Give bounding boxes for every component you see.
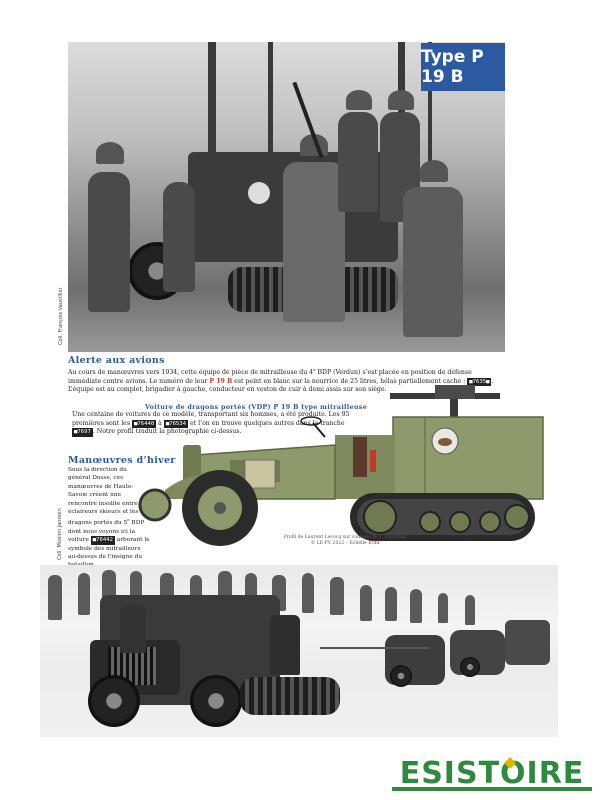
magazine-logo: ESISTOIRE <box>392 753 592 793</box>
photo-credit: Coll. François Vauvillier <box>58 287 64 345</box>
caption3-heading: Manœuvres d’hiver <box>68 455 176 466</box>
type-label: Type P 19 B <box>421 43 505 91</box>
vehicle-profile-drawing <box>138 385 544 546</box>
vehicle-number: P 19 B <box>209 377 233 385</box>
caption1-text: Au cours de manœuvres vers 1934, cette é… <box>68 367 494 394</box>
bottom-photo <box>40 565 558 737</box>
caption1-heading: Alerte aux avions <box>68 355 165 366</box>
caption3-text: Sous la direction du général Dosse, ces … <box>68 467 150 568</box>
profile-credit: Profil de Laurent Lecocq sur conseils de… <box>283 535 407 546</box>
caption2-text: Une centaine de voitures de ce modèle, t… <box>72 411 350 437</box>
top-photo <box>68 42 505 352</box>
registration-plate: ■7635■ <box>467 377 492 387</box>
side-credit: Coll. Mission Janssen <box>57 508 63 560</box>
caption2-heading: Voiture de dragons portés (VDP) P 19 B t… <box>145 403 368 411</box>
logo-text: ESISTOIRE <box>400 756 585 791</box>
